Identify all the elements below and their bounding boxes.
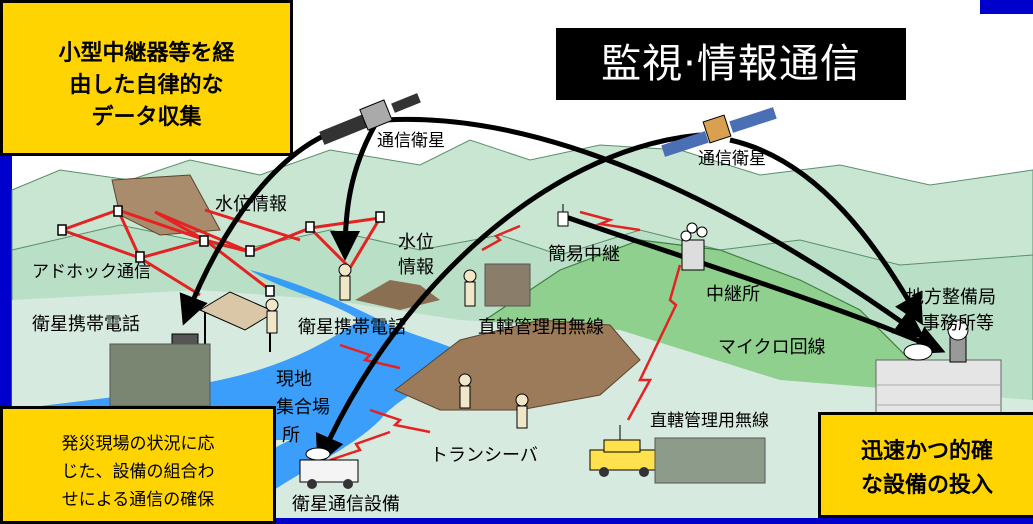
callout-autonomous-data-line-3: データ収集 [91, 105, 202, 130]
photo-tent-site [109, 343, 211, 407]
relay-station-tower [680, 222, 708, 271]
label-direct-radio-2: 直轄管理用無線 [650, 411, 769, 431]
top-right-blue-strip [980, 0, 1033, 14]
satellite-left [319, 93, 421, 145]
label-water-level-info-2a: 水位 [398, 232, 434, 253]
label-regional-bureau-b: 事務所等 [922, 313, 994, 334]
callout-rapid-deployment-line-1: 迅速かつ的確 [860, 439, 993, 464]
label-water-level-info-2b: 情報 [398, 257, 434, 278]
satellite-comm-truck [299, 447, 359, 489]
label-satellite-left: 通信衛星 [377, 131, 445, 151]
label-sat-comm: 衛星通信設備 [292, 494, 400, 515]
callout-autonomous-data: 小型中継器等を経 由した自律的な データ収集 [0, 0, 293, 156]
photo-worker [484, 263, 531, 307]
river [12, 270, 470, 518]
label-site-c: 所 [282, 425, 300, 446]
callout-rapid-deployment-line-2: な設備の投入 [860, 473, 993, 498]
radio-car [589, 425, 657, 477]
callout-autonomous-data-line-1: 小型中継器等を経 [58, 41, 235, 66]
label-simple-relay: 簡易中継 [548, 244, 620, 265]
radio-links [329, 210, 682, 462]
label-sat-phone-2: 衛星携帯電話 [298, 317, 406, 338]
label-site-b: 集合場 [276, 397, 330, 418]
landslide-debris [394, 319, 641, 411]
callout-rapid-deployment: 迅速かつ的確 な設備の投入 [818, 412, 1033, 518]
label-satellite-right: 通信衛星 [698, 149, 766, 169]
label-water-level-info-1: 水位情報 [215, 194, 287, 215]
sensor-nodes [57, 205, 385, 297]
label-regional-bureau-a: 地方整備局 [906, 287, 996, 308]
field-workers [265, 263, 529, 429]
label-relay-station: 中継所 [706, 284, 760, 305]
photo-radio-crew [654, 437, 766, 484]
label-sat-phone-1: 衛星携帯電話 [32, 314, 140, 335]
page-title: 監視·情報通信 [556, 28, 906, 100]
callout-site-communications-line-3: せによる通信の確保 [61, 490, 215, 510]
label-site-a: 現地 [276, 369, 312, 390]
callout-site-communications-line-1: 発災現場の状況に応 [61, 434, 215, 454]
label-adhoc: アドホック通信 [32, 262, 151, 282]
simple-relay-device [557, 204, 569, 227]
callout-autonomous-data-line-2: 由した自律的な [69, 73, 224, 98]
label-microwave: マイクロ回線 [718, 337, 826, 358]
satellite-right [661, 107, 777, 157]
callout-site-communications-line-2: じた、設備の組合わ [61, 462, 215, 482]
label-direct-radio-1: 直轄管理用無線 [478, 317, 604, 338]
label-transceiver: トランシーバ [430, 445, 538, 466]
callout-site-communications: 発災現場の状況に応 じた、設備の組合わ せによる通信の確保 [0, 406, 276, 524]
